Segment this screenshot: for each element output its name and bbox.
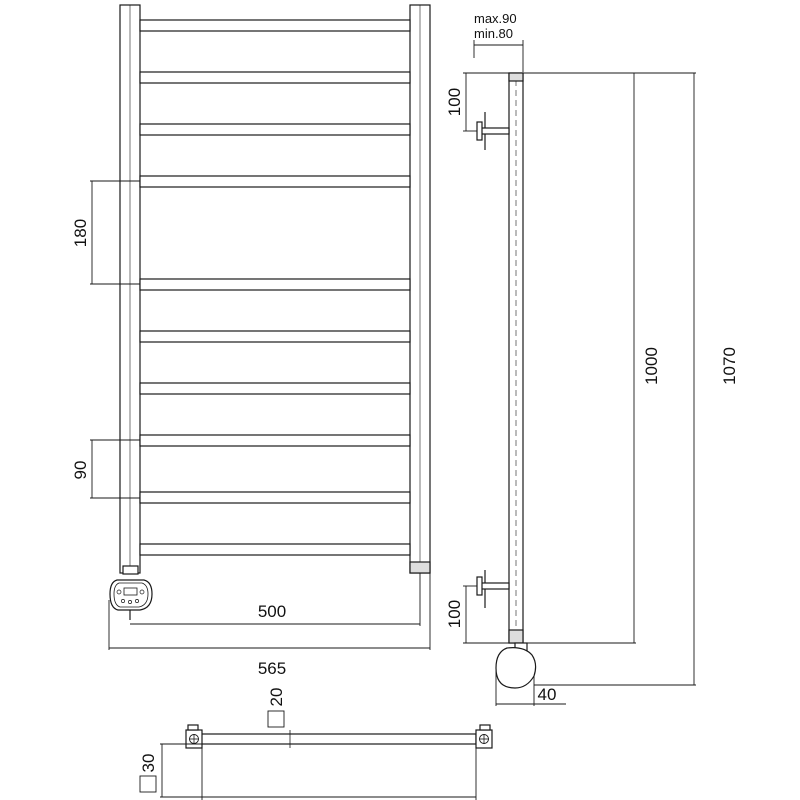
offset-dimension-lines xyxy=(473,40,524,72)
label-max-offset: max.90 xyxy=(474,11,517,26)
label-90: 90 xyxy=(71,461,90,480)
left-end-cap xyxy=(185,724,203,749)
heater-control-unit xyxy=(109,565,153,620)
rung xyxy=(139,278,411,291)
label-180: 180 xyxy=(71,219,90,247)
label-100-top: 100 xyxy=(445,88,464,116)
rung xyxy=(139,382,411,395)
label-rail-section: 20 xyxy=(267,688,286,707)
label-rung-section: 30 xyxy=(139,754,158,773)
label-1070: 1070 xyxy=(720,347,739,385)
dimension-1000-lines xyxy=(523,72,636,644)
label-500: 500 xyxy=(258,602,286,621)
rung xyxy=(139,175,411,188)
top-view-projection-lines xyxy=(160,743,477,800)
dimension-1070-lines xyxy=(534,72,696,686)
right-end-cap xyxy=(475,724,493,749)
bottom-wall-bracket xyxy=(476,570,510,608)
side-rail xyxy=(508,72,524,644)
rung xyxy=(139,123,411,136)
label-min-offset: min.80 xyxy=(474,26,513,41)
label-100-bottom: 100 xyxy=(445,600,464,628)
dimension-500-lines xyxy=(130,573,421,626)
dimension-100-bottom-lines xyxy=(463,585,509,644)
front-view xyxy=(90,4,431,650)
rung xyxy=(139,543,411,556)
rung xyxy=(139,330,411,343)
rung xyxy=(139,434,411,447)
rail-section-symbol xyxy=(267,710,285,728)
dimension-565-lines xyxy=(108,573,431,650)
dimension-180-lines xyxy=(90,180,140,285)
side-view xyxy=(463,40,696,706)
label-565: 565 xyxy=(258,659,286,678)
dimension-100-top-lines xyxy=(463,72,509,132)
rung xyxy=(139,71,411,84)
top-wall-bracket xyxy=(476,112,510,150)
label-1000: 1000 xyxy=(642,347,661,385)
rungs xyxy=(139,19,411,556)
top-bar xyxy=(199,733,477,745)
side-heater-knob xyxy=(495,642,537,689)
label-40: 40 xyxy=(538,685,557,704)
dimension-40-lines xyxy=(495,670,566,706)
rung xyxy=(139,19,411,32)
dimension-90-lines xyxy=(90,439,140,499)
rung xyxy=(139,491,411,504)
top-view xyxy=(139,710,493,800)
rung-section-symbol xyxy=(139,775,157,793)
